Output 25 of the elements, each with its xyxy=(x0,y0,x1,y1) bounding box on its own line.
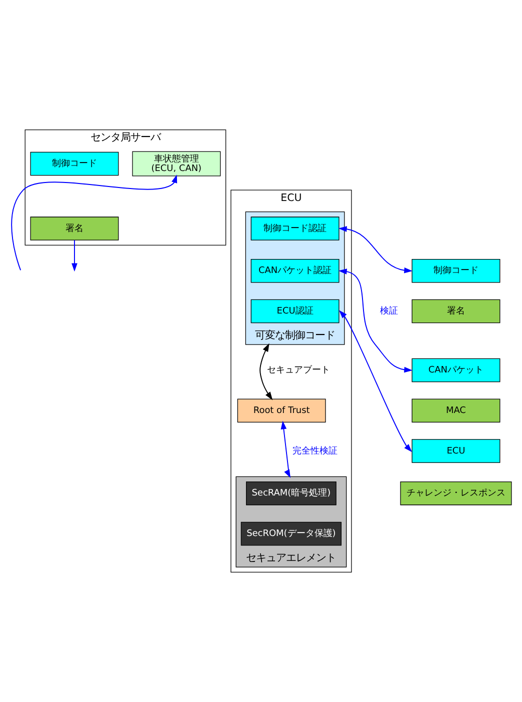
node-box: CANパケット xyxy=(411,358,500,382)
node-box: SecRAM(暗号処理) xyxy=(246,481,336,506)
arrow xyxy=(338,268,412,373)
edge-label: 完全性検証 xyxy=(292,446,337,456)
arrow xyxy=(259,343,272,400)
arrow xyxy=(10,174,177,271)
arrow xyxy=(338,226,412,274)
node-box: CANパケット認証 xyxy=(250,259,339,283)
edge-label: セキュアブート xyxy=(266,366,330,376)
node-box: ECU xyxy=(411,439,500,463)
node-box: 車状態管理 (ECU, CAN) xyxy=(132,151,220,176)
node-box: Root of Trust xyxy=(236,398,326,422)
arrow xyxy=(338,310,412,452)
node-box: 制御コード認証 xyxy=(250,216,339,240)
arrow xyxy=(280,420,290,478)
node-box: チャレンジ・レスポンス xyxy=(400,481,512,506)
node-box: SecROM(データ保護) xyxy=(240,522,342,546)
node-box: 署名 xyxy=(30,216,118,240)
edge-label: 検証 xyxy=(379,306,398,317)
node-box: MAC xyxy=(411,398,500,422)
node-box: 制御コード xyxy=(411,259,500,283)
node-box: 署名 xyxy=(411,299,500,324)
arrow xyxy=(71,240,77,272)
node-box: 制御コード xyxy=(30,152,118,176)
node-box: ECU認証 xyxy=(250,299,339,324)
